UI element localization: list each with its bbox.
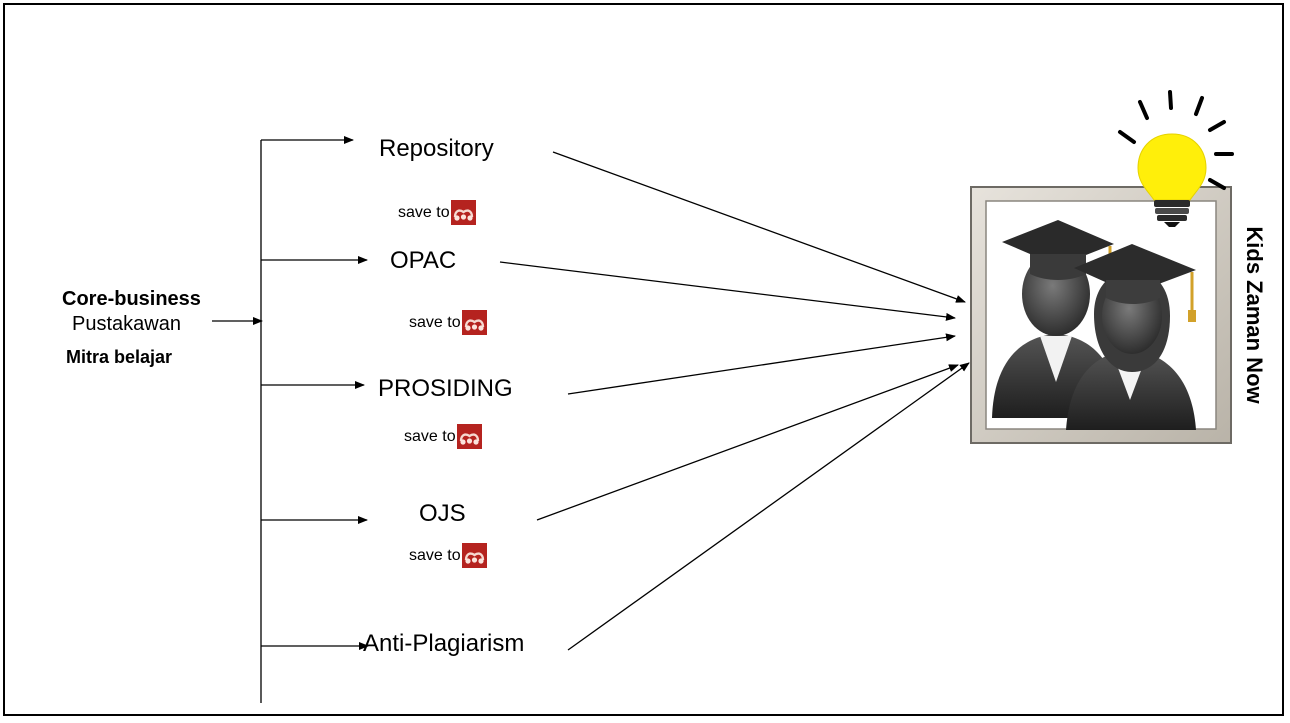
mendeley-icon — [456, 424, 482, 449]
mendeley-icon — [450, 200, 476, 225]
slide-border — [3, 3, 1284, 716]
save-to-label: save to — [409, 546, 461, 564]
mendeley-icon — [461, 543, 487, 568]
save-to-prosiding: save to — [404, 424, 482, 449]
save-to-label: save to — [404, 427, 456, 445]
arrow-prosiding-to-target — [567, 333, 956, 395]
node-prosiding: PROSIDING — [378, 375, 513, 402]
source-label-core-business: Core-business — [62, 288, 201, 310]
arrow-repository-to-target — [552, 151, 966, 303]
graduates-icon — [970, 186, 1232, 444]
arrow-opac-to-target — [499, 261, 956, 321]
node-anti-plagiarism: Anti-Plagiarism — [363, 630, 525, 657]
mendeley-icon — [461, 310, 487, 335]
source-label-mitra-belajar: Mitra belajar — [66, 347, 173, 367]
save-to-label: save to — [409, 313, 461, 331]
target-title-text: Kids Zaman Now — [1242, 226, 1267, 404]
source-label-pustakawan: Pustakawan — [72, 313, 181, 335]
node-repository: Repository — [379, 135, 494, 162]
arrow-anti-plagiarism-to-target — [567, 362, 970, 651]
node-ojs: OJS — [419, 500, 466, 527]
lightbulb-icon — [1112, 88, 1237, 228]
save-to-repository: save to — [398, 200, 476, 225]
save-to-opac: save to — [409, 310, 487, 335]
node-opac: OPAC — [390, 247, 457, 274]
save-to-label: save to — [398, 203, 450, 221]
save-to-ojs: save to — [409, 543, 487, 568]
target-title: Kids Zaman Now — [1236, 195, 1272, 435]
arrow-ojs-to-target — [536, 364, 959, 521]
